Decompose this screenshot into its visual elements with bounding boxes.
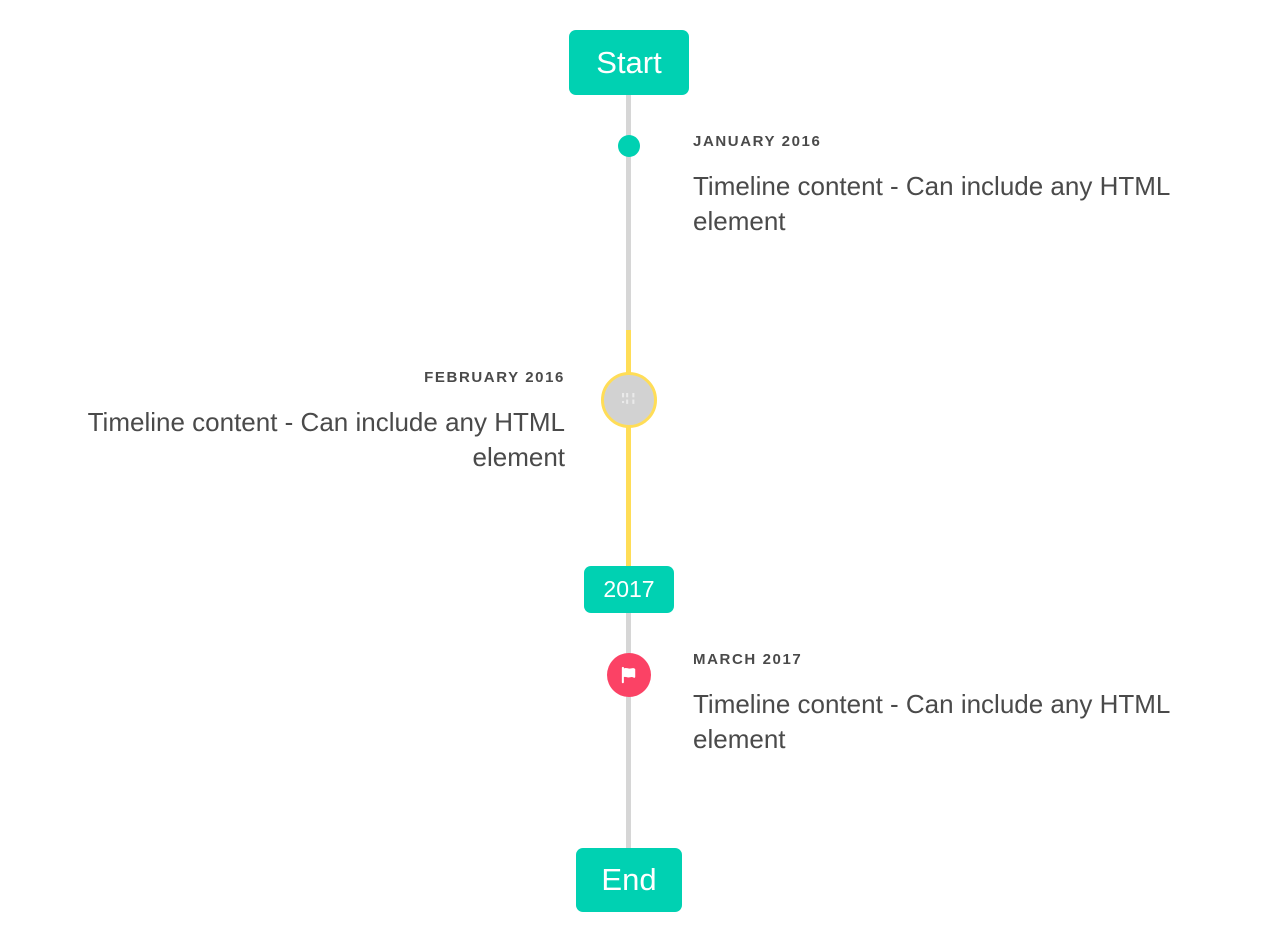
- timeline-rail-upper: [626, 95, 631, 330]
- timeline-end-badge[interactable]: End: [576, 848, 682, 912]
- timeline-entry-date: JANUARY 2016: [693, 133, 822, 150]
- timeline-rail-lower: [626, 613, 631, 853]
- timeline-entry-february: FEBRUARY 2016 Timeline content - Can inc…: [35, 369, 565, 476]
- timeline-entry-body: Timeline content - Can include any HTML …: [693, 688, 1170, 755]
- dot-icon[interactable]: [618, 135, 640, 157]
- timeline-entry-body: Timeline content - Can include any HTML …: [87, 406, 565, 473]
- flag-icon[interactable]: [607, 653, 651, 697]
- timeline-entry-date: MARCH 2017: [693, 651, 803, 668]
- timeline-entry-body: Timeline content - Can include any HTML …: [693, 170, 1170, 237]
- timeline-entry-march: MARCH 2017 Timeline content - Can includ…: [693, 651, 1223, 758]
- timeline-start-badge[interactable]: Start: [569, 30, 689, 95]
- timeline-entry-date: FEBRUARY 2016: [424, 369, 565, 386]
- broken-image-glyph: [621, 392, 634, 404]
- timeline-entry-january: JANUARY 2016 Timeline content - Can incl…: [693, 133, 1223, 240]
- timeline-year-badge[interactable]: 2017: [584, 566, 674, 613]
- flag-glyph: [621, 666, 636, 684]
- broken-image-icon[interactable]: [601, 372, 657, 428]
- timeline-rail-active: [626, 330, 631, 570]
